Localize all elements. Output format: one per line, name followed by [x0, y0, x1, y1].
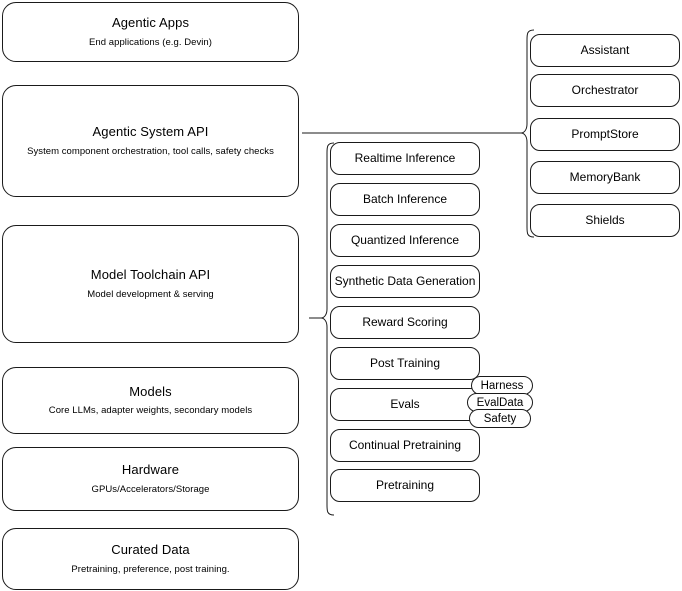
- capability-box-realtime-inference[interactable]: Realtime Inference: [330, 142, 480, 175]
- layer-subtitle: End applications (e.g. Devin): [89, 36, 212, 48]
- capability-box-pretraining[interactable]: Pretraining: [330, 469, 480, 502]
- layer-title: Curated Data: [111, 542, 190, 558]
- layer-box-agentic-apps[interactable]: Agentic Apps End applications (e.g. Devi…: [2, 2, 299, 62]
- capability-box-continual-pretraining[interactable]: Continual Pretraining: [330, 429, 480, 462]
- component-label: Assistant: [580, 43, 630, 57]
- capability-box-evals[interactable]: Evals: [330, 388, 480, 421]
- evals-badge-safety[interactable]: Safety: [469, 409, 531, 428]
- capability-label: Continual Pretraining: [348, 438, 462, 452]
- component-label: MemoryBank: [569, 170, 641, 184]
- component-label: PromptStore: [571, 127, 639, 141]
- capability-box-batch-inference[interactable]: Batch Inference: [330, 183, 480, 216]
- capability-label: Realtime Inference: [354, 151, 456, 165]
- layer-title: Model Toolchain API: [90, 267, 211, 283]
- capability-box-post-training[interactable]: Post Training: [330, 347, 480, 380]
- capability-box-synthetic-data-generation[interactable]: Synthetic Data Generation: [330, 265, 480, 298]
- capability-box-reward-scoring[interactable]: Reward Scoring: [330, 306, 480, 339]
- layer-subtitle: Pretraining, preference, post training.: [71, 563, 230, 575]
- layer-title: Models: [129, 383, 172, 399]
- layer-box-models[interactable]: Models Core LLMs, adapter weights, secon…: [2, 367, 299, 434]
- capability-label: Reward Scoring: [362, 315, 448, 329]
- layer-box-hardware[interactable]: Hardware GPUs/Accelerators/Storage: [2, 447, 299, 511]
- component-box-promptstore[interactable]: PromptStore: [530, 118, 680, 151]
- layer-title: Agentic System API: [92, 124, 209, 140]
- capability-label: Quantized Inference: [350, 233, 460, 247]
- component-box-assistant[interactable]: Assistant: [530, 34, 680, 67]
- capability-label: Batch Inference: [362, 192, 448, 206]
- layer-subtitle: GPUs/Accelerators/Storage: [91, 483, 210, 495]
- layer-box-curated-data[interactable]: Curated Data Pretraining, preference, po…: [2, 528, 299, 590]
- layer-title: Hardware: [121, 462, 180, 478]
- component-label: Shields: [585, 213, 625, 227]
- layer-subtitle: Core LLMs, adapter weights, secondary mo…: [48, 405, 253, 417]
- capability-label: Post Training: [369, 356, 441, 370]
- capability-box-quantized-inference[interactable]: Quantized Inference: [330, 224, 480, 257]
- layer-subtitle: System component orchestration, tool cal…: [27, 145, 274, 157]
- layer-box-agentic-system-api[interactable]: Agentic System API System component orch…: [2, 85, 299, 197]
- capability-label: Evals: [390, 397, 420, 411]
- layer-subtitle: Model development & serving: [87, 288, 214, 300]
- capability-label: Synthetic Data Generation: [334, 274, 476, 288]
- component-label: Orchestrator: [571, 83, 639, 97]
- capability-label: Pretraining: [375, 478, 435, 492]
- layer-box-model-toolchain-api[interactable]: Model Toolchain API Model development & …: [2, 225, 299, 343]
- component-box-orchestrator[interactable]: Orchestrator: [530, 74, 680, 107]
- component-box-shields[interactable]: Shields: [530, 204, 680, 237]
- component-box-memorybank[interactable]: MemoryBank: [530, 161, 680, 194]
- evals-badge-label: Safety: [483, 412, 517, 425]
- evals-badge-label: EvalData: [476, 396, 524, 409]
- evals-badge-label: Harness: [480, 379, 524, 392]
- layer-title: Agentic Apps: [111, 15, 190, 31]
